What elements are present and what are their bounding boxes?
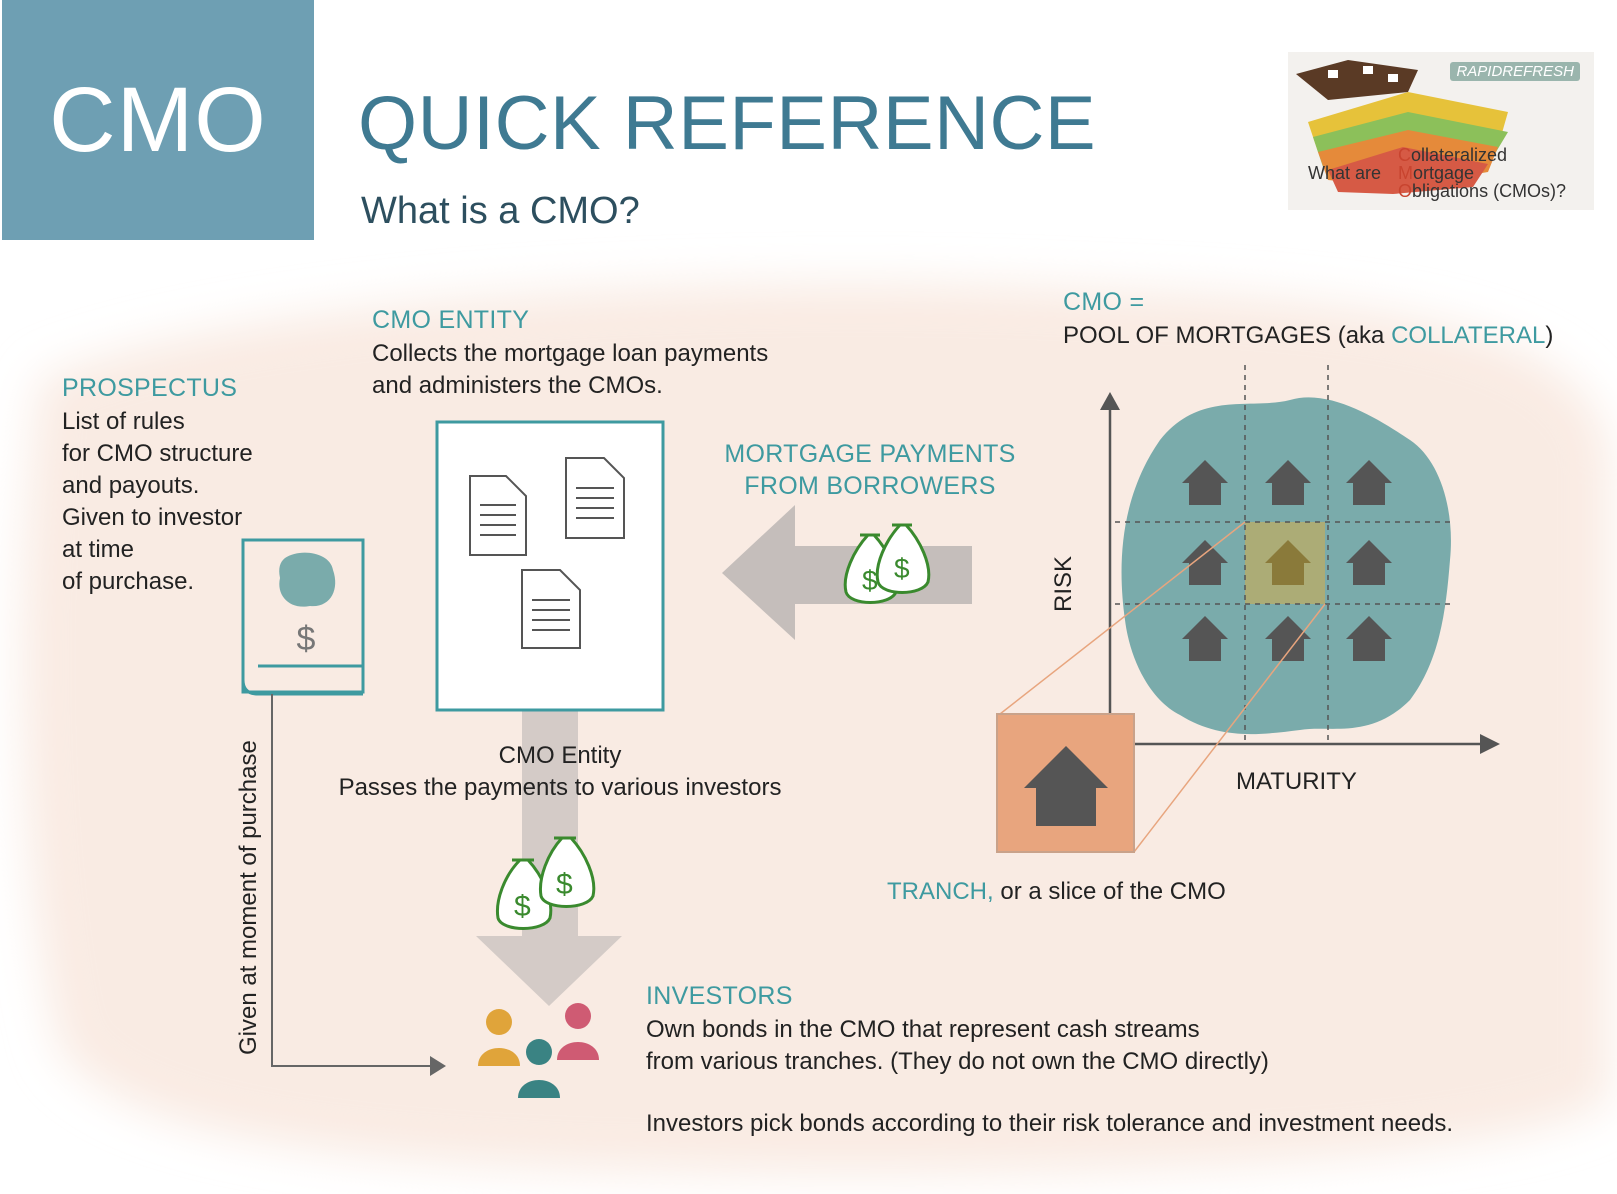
prospectus-line: at time: [62, 536, 135, 563]
cmo-entity-pass-text: Passes the payments to various investors: [338, 774, 782, 801]
svg-text:$: $: [862, 565, 878, 596]
prospectus-heading: PROSPECTUS: [62, 374, 238, 402]
rapid-refresh-banner[interactable]: RAPIDREFRESH What are Collateralized Mor…: [1288, 52, 1594, 210]
cmo-equals-label: CMO =: [1063, 288, 1145, 316]
prospectus-flow-line: [271, 694, 430, 1067]
mortgage-payments-label-1: MORTGAGE PAYMENTS: [724, 440, 1016, 468]
cmo-badge: CMO: [2, 0, 314, 240]
prospectus-line: Given to investor: [62, 504, 243, 531]
cmo-entity-desc-2: and administers the CMOs.: [372, 372, 663, 399]
banner-prefix: What are: [1308, 163, 1382, 183]
page-title: QUICK REFERENCE: [358, 81, 1097, 166]
risk-axis-label: RISK: [1050, 555, 1077, 612]
risk-axis-arrowhead: [1100, 392, 1120, 410]
prospectus-line: List of rules: [62, 408, 185, 435]
money-bag-icon: $ $: [495, 836, 596, 930]
investors-heading: INVESTORS: [646, 982, 793, 1010]
investors-icon: [478, 1003, 599, 1098]
tranch-label: TRANCH, or a slice of the CMO: [887, 878, 1226, 905]
prospectus-line: and payouts.: [62, 472, 200, 499]
maturity-axis-arrowhead: [1480, 734, 1500, 754]
maturity-axis-label: MATURITY: [1236, 768, 1357, 795]
banner-line-3: Obligations (CMOs)?: [1398, 181, 1567, 201]
highlighted-house-icon: [1265, 540, 1311, 585]
given-at-purchase-label: Given at moment of purchase: [235, 740, 262, 1055]
pool-grid-lines: [1115, 365, 1455, 744]
cmo-entity-heading: CMO ENTITY: [372, 306, 530, 334]
document-icon: [469, 457, 625, 649]
money-bag-icon: $ $: [843, 523, 931, 604]
tranche-house-icon: [1024, 746, 1108, 826]
tranche-zoom-line: [999, 521, 1246, 715]
tranche-zoom-line: [1133, 603, 1326, 853]
cmo-entity-pass-title: CMO Entity: [498, 742, 622, 769]
cmo-entity-desc-1: Collects the mortgage loan payments: [372, 340, 769, 367]
mortgage-payments-label-2: FROM BORROWERS: [744, 472, 996, 500]
collateral-stack-illustration: [1296, 60, 1508, 194]
pool-of-mortgages-label: POOL OF MORTGAGES (aka COLLATERAL): [1063, 322, 1554, 349]
banner-line-1: Collateralized: [1398, 145, 1508, 165]
prospectus-line: for CMO structure: [62, 440, 253, 467]
prospectus-flow-arrowhead: [430, 1056, 446, 1076]
investors-desc-2: from various tranches. (They do not own …: [646, 1048, 1269, 1075]
investors-desc-3: Investors pick bonds according to their …: [646, 1110, 1454, 1137]
prospectus-description: List of rules for CMO structure and payo…: [62, 406, 253, 598]
prospectus-book-icon: $: [241, 538, 365, 696]
cmo-entity-box: [435, 420, 665, 712]
svg-text:$: $: [894, 553, 910, 584]
rapid-refresh-logo: RAPIDREFRESH: [1450, 62, 1580, 81]
house-icon: [1182, 460, 1392, 661]
prospectus-dollar-icon: $: [297, 620, 316, 658]
svg-text:$: $: [514, 890, 531, 923]
page-subtitle: What is a CMO?: [361, 190, 640, 232]
prospectus-line: of purchase.: [62, 568, 195, 595]
banner-line-2: Mortgage: [1398, 163, 1475, 183]
svg-text:$: $: [556, 868, 573, 901]
investors-desc-1: Own bonds in the CMO that represent cash…: [646, 1016, 1200, 1043]
